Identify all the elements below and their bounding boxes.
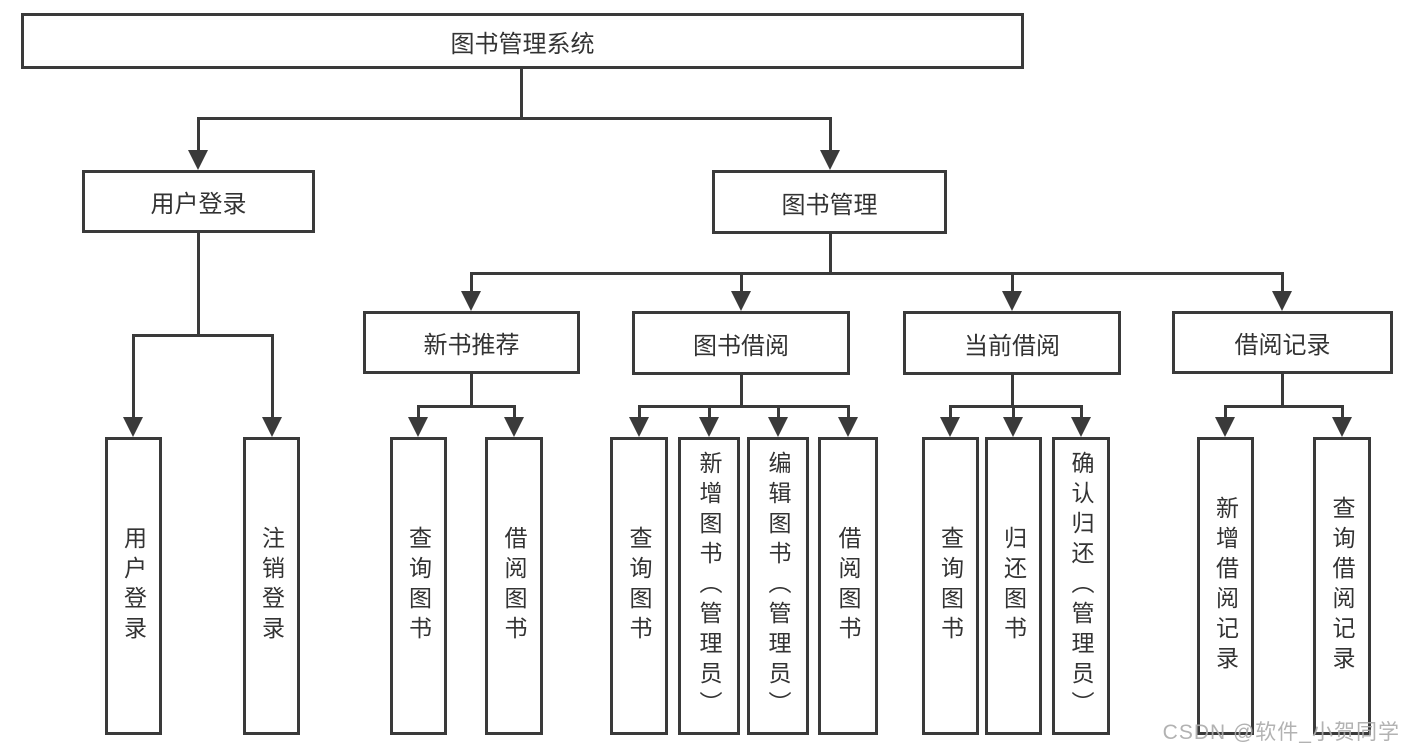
node-label-book-borrow: 图书借阅 [693, 332, 789, 360]
node-borrow-records: 借阅记录 [1172, 311, 1393, 374]
node-label-leaf-confirm-return: 确认归还（管理员） [1068, 451, 1094, 721]
node-book-borrow: 图书借阅 [632, 311, 850, 375]
arrow-down-icon [699, 417, 719, 437]
node-label-new-book-rec: 新书推荐 [423, 332, 520, 359]
connector-line [197, 230, 200, 337]
node-user-login: 用户登录 [82, 170, 315, 233]
arrow-down-icon [1332, 417, 1352, 437]
connector-line [708, 405, 711, 426]
arrow-down-icon [408, 417, 428, 437]
arrow-down-icon [188, 150, 208, 170]
connector-line [132, 334, 135, 426]
connector-line [470, 371, 473, 408]
connector-line [949, 405, 1083, 408]
connector-line [829, 231, 832, 275]
arrow-down-icon [1272, 291, 1292, 311]
node-label-leaf-query-book-current: 查询图书 [937, 526, 964, 646]
node-new-book-rec: 新书推荐 [363, 311, 580, 374]
connector-line [949, 405, 952, 426]
node-label-leaf-borrow-book-new: 借阅图书 [501, 526, 527, 646]
connector-line [1281, 371, 1284, 408]
connector-line [197, 117, 200, 159]
node-leaf-query-book-borrow: 查询图书 [610, 437, 668, 735]
node-leaf-confirm-return: 确认归还（管理员） [1052, 437, 1110, 735]
node-label-leaf-borrow-book: 借阅图书 [835, 526, 861, 646]
arrow-down-icon [504, 417, 524, 437]
connector-line [197, 117, 832, 120]
node-root: 图书管理系统 [21, 13, 1024, 69]
connector-line [1281, 272, 1284, 300]
node-label-leaf-query-borrow-record: 查询借阅记录 [1329, 496, 1355, 676]
arrow-down-icon [768, 417, 788, 437]
connector-line [740, 272, 743, 300]
connector-line [417, 405, 516, 408]
arrow-down-icon [1002, 291, 1022, 311]
node-book-mgmt: 图书管理 [712, 170, 947, 234]
connector-line [638, 405, 850, 408]
connector-line [847, 405, 850, 426]
arrow-down-icon [461, 291, 481, 311]
node-label-leaf-edit-book: 编辑图书（管理员） [765, 451, 791, 721]
node-leaf-edit-book: 编辑图书（管理员） [747, 437, 809, 735]
node-label-leaf-add-borrow-record: 新增借阅记录 [1212, 496, 1239, 676]
node-leaf-query-borrow-record: 查询借阅记录 [1313, 437, 1371, 735]
connector-line [740, 372, 743, 408]
connector-line [470, 272, 1284, 275]
arrow-down-icon [820, 150, 840, 170]
node-label-current-borrow: 当前借阅 [964, 332, 1060, 360]
connector-line [1011, 372, 1014, 408]
connector-line [777, 405, 780, 426]
arrow-down-icon [1003, 417, 1023, 437]
connector-line [132, 334, 274, 337]
connector-line [417, 405, 420, 426]
connector-line [1012, 405, 1015, 426]
node-label-leaf-add-book: 新增图书（管理员） [696, 451, 722, 721]
arrow-down-icon [940, 417, 960, 437]
node-leaf-borrow-book-new: 借阅图书 [485, 437, 543, 735]
connector-line [1080, 405, 1083, 426]
node-leaf-logout: 注销登录 [243, 437, 300, 735]
node-leaf-add-book: 新增图书（管理员） [678, 437, 740, 735]
connector-line [470, 272, 473, 300]
arrow-down-icon [838, 417, 858, 437]
node-leaf-user-login: 用户登录 [105, 437, 162, 735]
connector-line [1341, 405, 1344, 426]
node-leaf-borrow-book: 借阅图书 [818, 437, 878, 735]
node-label-book-mgmt: 图书管理 [781, 191, 878, 219]
node-label-leaf-query-book-borrow: 查询图书 [626, 526, 652, 646]
node-leaf-query-book-current: 查询图书 [922, 437, 979, 735]
node-label-leaf-query-book-new: 查询图书 [405, 526, 432, 646]
connector-line [271, 334, 274, 426]
csdn-watermark: CSDN @软件_小贺同学 [1162, 721, 1400, 744]
node-label-leaf-logout: 注销登录 [258, 526, 285, 646]
node-label-leaf-user-login: 用户登录 [120, 526, 147, 646]
connector-line [1224, 405, 1344, 408]
node-label-leaf-return-book: 归还图书 [1000, 526, 1027, 646]
arrow-down-icon [731, 291, 751, 311]
connector-line [513, 405, 516, 426]
node-label-root: 图书管理系统 [450, 30, 595, 58]
node-label-borrow-records: 借阅记录 [1234, 332, 1331, 359]
connector-line [638, 405, 641, 426]
node-leaf-query-book-new: 查询图书 [390, 437, 447, 735]
connector-line [520, 66, 523, 120]
arrow-down-icon [262, 417, 282, 437]
node-label-user-login: 用户登录 [150, 191, 247, 218]
node-leaf-add-borrow-record: 新增借阅记录 [1197, 437, 1254, 735]
arrow-down-icon [629, 417, 649, 437]
arrow-down-icon [1215, 417, 1235, 437]
connector-line [829, 117, 832, 159]
arrow-down-icon [1071, 417, 1091, 437]
connector-line [1011, 272, 1014, 300]
arrow-down-icon [123, 417, 143, 437]
node-current-borrow: 当前借阅 [903, 311, 1121, 375]
connector-line [1224, 405, 1227, 426]
node-leaf-return-book: 归还图书 [985, 437, 1042, 735]
